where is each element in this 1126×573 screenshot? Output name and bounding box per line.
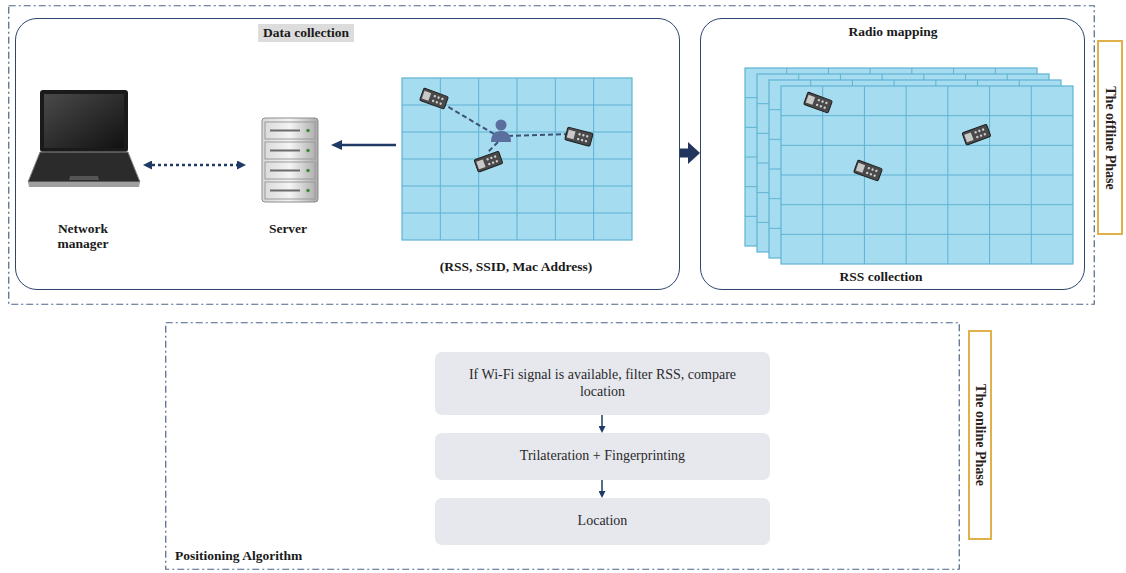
grid-cell-area <box>402 78 632 240</box>
network-manager-node: Network manager <box>23 86 143 256</box>
server-slot <box>270 130 300 132</box>
connector-arrow <box>601 415 603 426</box>
dash-dot-border <box>9 6 1095 305</box>
data-collection-box: Network manager Server (RSS, SSID, Mac Add… <box>15 18 680 290</box>
grid-line <box>781 175 1073 176</box>
box-heading: Network manager <box>38 221 128 252</box>
connector-arrow <box>152 164 237 167</box>
box-heading: Positioning Algorithm <box>175 548 302 564</box>
box-caption: RSS collection <box>840 269 923 285</box>
server-unit <box>265 182 315 199</box>
connector-arrow <box>601 480 603 491</box>
laptop-illustration <box>28 90 140 187</box>
phase-tab: The online Phase <box>968 330 992 540</box>
user-icon <box>491 120 511 143</box>
server-slot <box>270 170 300 172</box>
access-points <box>420 88 594 172</box>
server-unit <box>265 162 315 179</box>
box-heading: (RSS, SSID, Mac Address) <box>440 259 592 275</box>
phase-tab: The offline Phase <box>1097 40 1123 235</box>
server-illustration <box>262 118 318 202</box>
phase-label: The offline Phase <box>1102 86 1118 189</box>
grid-line <box>781 115 1073 116</box>
process-step: Location <box>435 498 770 545</box>
server-led <box>306 189 310 193</box>
radio-mapping-box: Radio mappingRSS collection <box>700 18 1085 290</box>
server-led <box>306 169 310 173</box>
box-heading: Data collection <box>258 24 354 42</box>
server-led <box>306 129 310 133</box>
server-unit <box>265 142 315 159</box>
server-slot <box>270 150 300 152</box>
grid-line <box>402 186 632 187</box>
server-unit <box>265 122 315 139</box>
box-heading: Radio mapping <box>849 24 938 40</box>
dash-dot-border <box>166 323 960 570</box>
process-step: Trilateration + Fingerprinting <box>435 433 770 480</box>
grid-line <box>402 132 632 133</box>
server-led <box>306 149 310 153</box>
step-text: Location <box>578 513 628 529</box>
box-heading: Server <box>269 221 307 237</box>
grid-line <box>781 145 1073 146</box>
step-text: If Wi-Fi signal is available, filter RSS… <box>463 367 743 399</box>
step-text: Trilateration + Fingerprinting <box>520 448 685 464</box>
floor-plan-node: (RSS, SSID, Mac Address) <box>396 71 641 281</box>
grid-line <box>402 159 632 160</box>
grid-cell-area <box>781 86 1073 264</box>
radio-map-access-points <box>804 92 991 181</box>
connector-arrow <box>342 144 396 147</box>
grid-line <box>781 234 1073 235</box>
floor-grid <box>402 78 632 240</box>
server-slot <box>270 190 300 192</box>
grid-line <box>402 213 632 214</box>
online-phase-region: If Wi-Fi signal is available, filter RSS… <box>165 322 960 570</box>
process-step: If Wi-Fi signal is available, filter RSS… <box>435 352 770 415</box>
offline-phase-region: Network manager Server (RSS, SSID, Mac Add… <box>8 5 1095 305</box>
grid-line <box>781 204 1073 205</box>
signal-lines <box>440 102 568 152</box>
server-node: Server <box>246 109 331 239</box>
phase-label: The online Phase <box>972 384 988 486</box>
connector-arrow <box>680 149 688 158</box>
radio-map-layers <box>745 68 1073 264</box>
